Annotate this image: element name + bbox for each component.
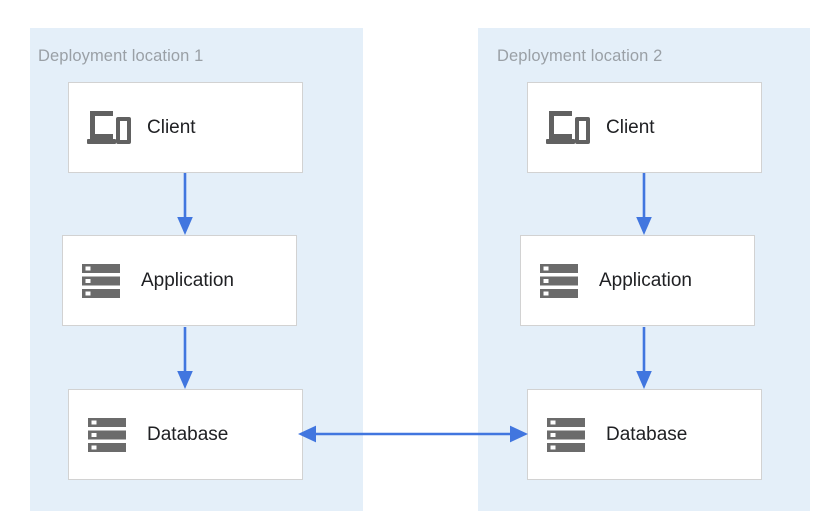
node-database-1-label: Database xyxy=(147,423,229,445)
arrow-database-1-to-database-2-bidirectional xyxy=(298,425,528,443)
server-icon xyxy=(82,263,120,298)
node-client-1[interactable]: Client xyxy=(68,82,303,173)
node-client-2[interactable]: Client xyxy=(527,82,762,173)
server-icon xyxy=(547,417,585,452)
node-database-1[interactable]: Database xyxy=(68,389,303,480)
node-database-2-label: Database xyxy=(606,423,688,445)
arrow-app-1-to-database-1 xyxy=(177,327,193,389)
server-icon xyxy=(540,263,578,298)
devices-icon xyxy=(87,110,131,144)
arrow-client-1-to-app-1 xyxy=(177,173,193,235)
node-application-2[interactable]: Application xyxy=(520,235,755,326)
node-database-2[interactable]: Database xyxy=(527,389,762,480)
node-application-1[interactable]: Application xyxy=(62,235,297,326)
node-application-1-label: Application xyxy=(141,269,234,291)
arrow-app-2-to-database-2 xyxy=(636,327,652,389)
node-client-1-label: Client xyxy=(147,116,196,138)
devices-icon xyxy=(546,110,590,144)
server-icon xyxy=(88,417,126,452)
zone-2-label: Deployment location 2 xyxy=(497,47,663,65)
arrow-client-2-to-app-2 xyxy=(636,173,652,235)
zone-1-label: Deployment location 1 xyxy=(38,47,204,65)
node-application-2-label: Application xyxy=(599,269,692,291)
node-client-2-label: Client xyxy=(606,116,655,138)
